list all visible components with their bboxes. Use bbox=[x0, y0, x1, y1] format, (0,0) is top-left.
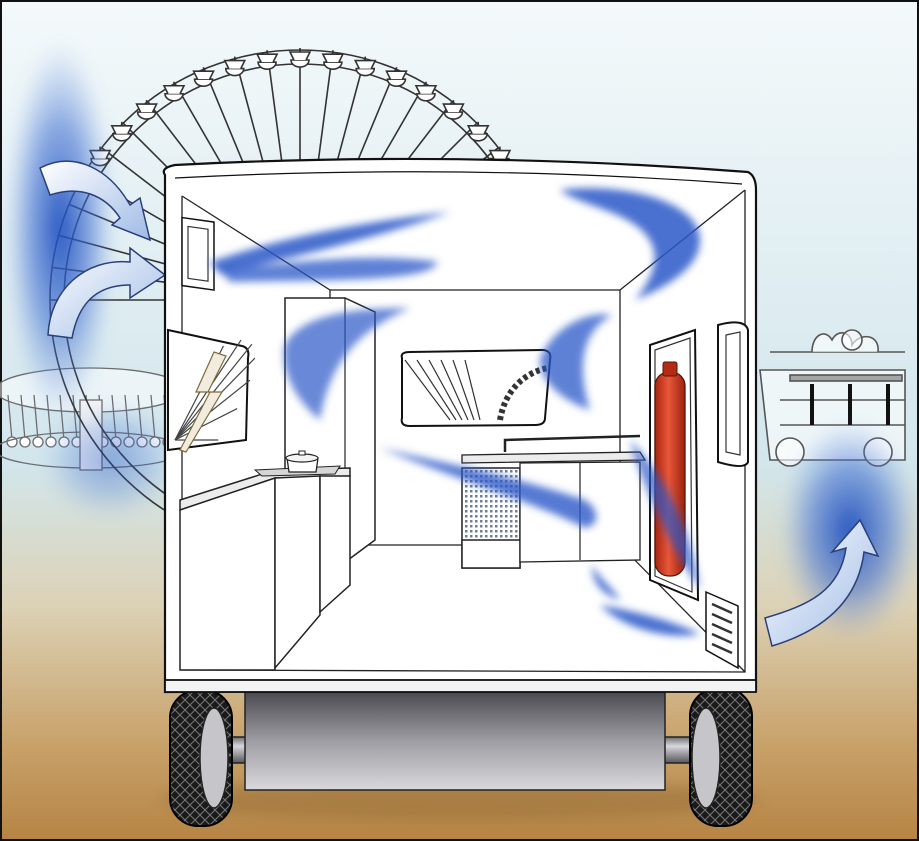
side-window-right bbox=[718, 322, 748, 466]
roof-vent-intake bbox=[182, 218, 214, 290]
swing-seat bbox=[20, 437, 30, 447]
wheel-left bbox=[170, 690, 232, 826]
side-window-left bbox=[168, 330, 255, 450]
chassis-axle bbox=[200, 692, 720, 790]
wheel-right bbox=[690, 688, 752, 826]
rear-window bbox=[402, 350, 551, 426]
swing-seat bbox=[33, 437, 43, 447]
